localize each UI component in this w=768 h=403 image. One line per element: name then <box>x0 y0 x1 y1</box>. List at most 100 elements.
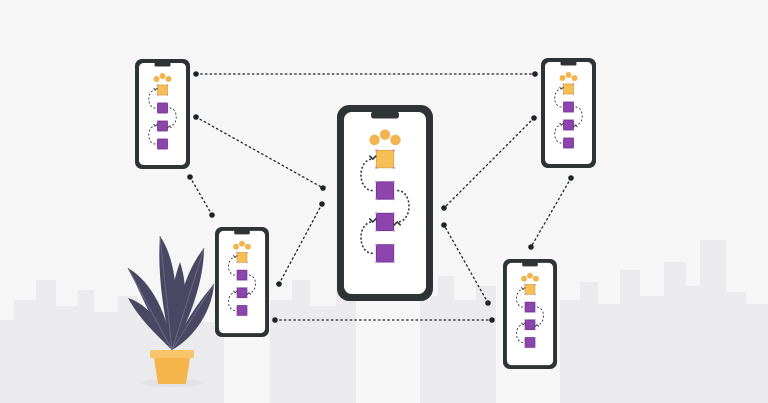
coin-icon <box>527 272 533 279</box>
block-handle <box>534 336 536 339</box>
pot-body <box>154 358 190 384</box>
curved-arrow-icon <box>360 221 373 255</box>
arrow-head-icon <box>534 324 540 328</box>
block-handle <box>166 148 169 150</box>
coin-icon <box>521 275 528 282</box>
connector-endpoint <box>531 115 537 121</box>
block-handle <box>562 147 565 149</box>
coin-icon <box>153 76 160 82</box>
connector-endpoint <box>532 71 538 77</box>
coin-icon <box>379 129 391 140</box>
curved-arrow-icon <box>169 107 177 127</box>
purple-block-icon <box>524 337 536 348</box>
purple-block-icon <box>563 101 574 113</box>
block-handle <box>392 243 395 246</box>
purple-block-icon <box>563 119 574 131</box>
skyline-building <box>14 300 40 403</box>
purple-block-icon <box>157 102 168 114</box>
skyline-building <box>744 304 768 403</box>
block-handle <box>246 261 248 263</box>
curved-arrow-icon <box>575 106 583 126</box>
connector-endpoint <box>320 185 326 191</box>
coin-icon <box>559 75 566 81</box>
skyline-building <box>270 300 294 403</box>
block-handle <box>236 279 238 281</box>
purple-block-icon <box>157 138 168 150</box>
phone-bottom-right <box>503 259 557 369</box>
purple-block-icon <box>375 181 395 200</box>
block-handle <box>534 311 536 313</box>
block-handle <box>236 304 238 307</box>
coin-icon <box>239 240 245 247</box>
phone-top-right <box>541 58 596 168</box>
purple-block-icon <box>375 244 395 263</box>
connector-endpoint <box>441 222 447 228</box>
connector-line <box>278 203 323 285</box>
connector-endpoint <box>568 175 574 181</box>
connector-endpoint <box>209 212 215 218</box>
coin-block-icon <box>375 149 395 169</box>
pot-rim <box>150 350 194 358</box>
phone-screen <box>139 63 186 165</box>
curved-arrow-icon <box>248 274 256 294</box>
phone-bottom-left <box>215 227 269 337</box>
skyline-building <box>292 280 310 403</box>
skyline-building <box>724 292 746 403</box>
block-handle <box>562 119 565 121</box>
device-nodes <box>135 58 596 369</box>
curved-arrow-icon <box>228 292 236 311</box>
arrow-head-icon <box>368 155 377 161</box>
block-handle <box>156 112 159 114</box>
phone-notch <box>154 62 171 67</box>
block-handle <box>562 101 565 103</box>
block-handle <box>246 314 248 316</box>
block-handle <box>375 180 378 183</box>
skyline-building <box>36 280 56 403</box>
block-handle <box>246 287 248 289</box>
block-handle <box>166 102 169 104</box>
block-handle <box>562 129 565 131</box>
purple-block-icon <box>524 301 536 313</box>
connector-line <box>443 117 535 209</box>
purple-block-icon <box>375 212 395 232</box>
arrow-head-icon <box>232 255 238 259</box>
block-handle <box>392 229 395 232</box>
block-handle <box>392 261 395 263</box>
block-handle <box>572 83 575 85</box>
block-handle <box>375 261 378 263</box>
curved-arrow-icon <box>397 189 410 223</box>
arrow-head-icon <box>153 123 158 127</box>
curved-arrow-icon <box>228 256 236 276</box>
connector-lines <box>187 71 574 323</box>
arrow-head-icon <box>368 217 377 224</box>
block-handle <box>392 149 395 152</box>
connector-endpoint <box>187 174 193 180</box>
arrow-head-icon <box>573 124 578 128</box>
block-handle <box>572 101 575 103</box>
coin-block-icon <box>563 83 574 95</box>
coin-icon <box>165 76 172 82</box>
block-handle <box>572 147 575 149</box>
block-handle <box>524 301 526 303</box>
block-handle <box>246 279 248 281</box>
connector-endpoint <box>485 300 491 306</box>
curved-arrow-icon <box>148 89 156 109</box>
block-handle <box>156 130 159 132</box>
phone-notch <box>560 61 577 66</box>
coin-icon <box>159 73 166 79</box>
block-handle <box>156 120 159 122</box>
connector-endpoint <box>441 205 447 211</box>
curved-arrow-icon <box>516 288 524 308</box>
arrow-head-icon <box>232 290 238 294</box>
arrow-head-icon <box>393 220 402 226</box>
purple-block-icon <box>524 319 536 331</box>
coin-icon <box>233 243 240 250</box>
phone-notch <box>371 111 399 119</box>
purple-block-icon <box>236 305 248 316</box>
block-handle <box>392 198 395 201</box>
block-handle <box>524 346 526 348</box>
phone-notch <box>234 230 250 235</box>
purple-block-icon <box>157 120 168 132</box>
purple-block-icon <box>563 137 574 149</box>
skyline-building <box>308 306 338 403</box>
